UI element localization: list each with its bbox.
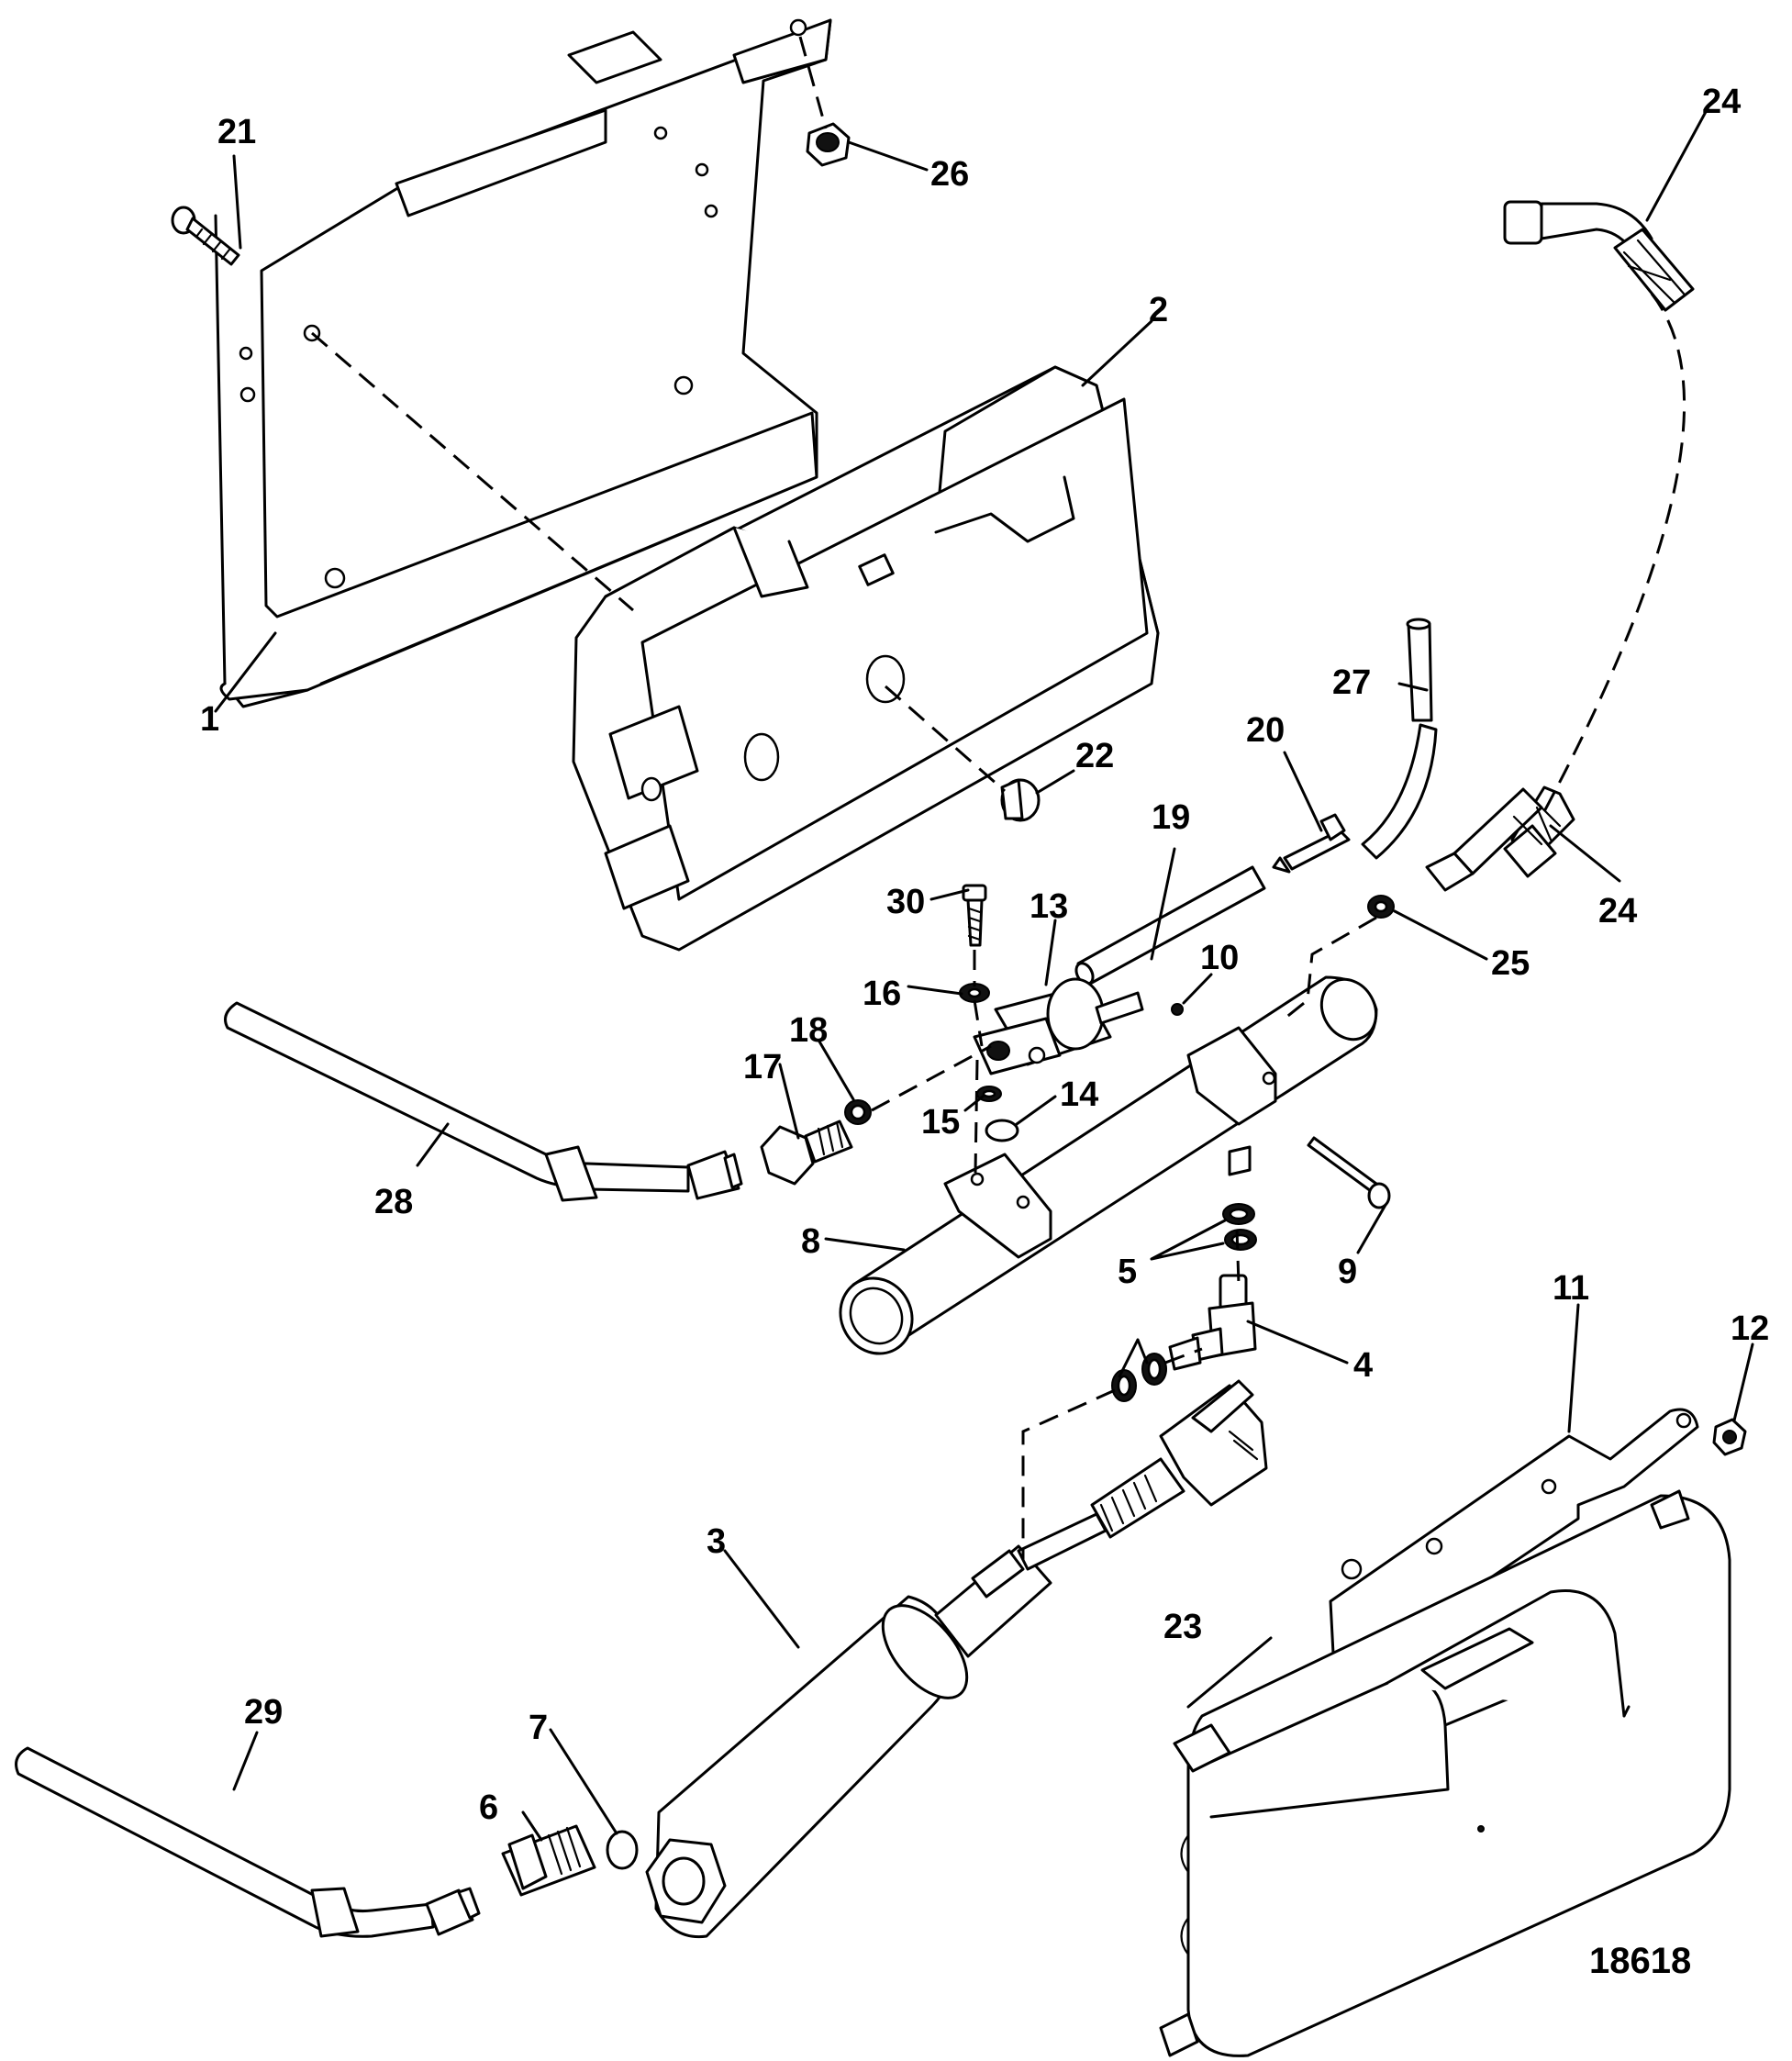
callout-15: 15 [921,1103,960,1142]
callout-3: 3 [707,1522,726,1561]
washer-part-16 [959,983,990,1003]
regulator-part-13 [973,977,1144,1075]
fuel-line-part-28 [224,1001,743,1202]
callout-27: 27 [1332,663,1371,702]
fitting-part-20 [1272,813,1351,874]
elbow-fitting-part-4 [1168,1274,1257,1371]
screw-part-9 [1307,1136,1391,1209]
nut-part-26 [806,122,851,167]
fuel-pump-part-3 [645,1379,1268,1939]
bracket-part-1 [214,18,832,708]
callout-24-lower: 24 [1598,892,1637,930]
callout-18: 18 [789,1011,828,1050]
callout-6: 6 [479,1788,498,1827]
hose-part-27 [1361,618,1438,860]
callout-22: 22 [1075,737,1114,775]
callout-7: 7 [529,1709,548,1747]
hose-part-24-lower [1425,785,1575,892]
callout-12: 12 [1731,1309,1769,1348]
callout-4: 4 [1353,1346,1373,1385]
callout-leaders [214,108,1754,1842]
oring-part-5-b [1224,1229,1257,1251]
callout-26: 26 [930,155,969,194]
callout-5: 5 [1118,1253,1137,1291]
ball-part-10 [1171,1003,1184,1016]
screw-part-21 [171,206,240,266]
figure-number: 18618 [1589,1941,1691,1981]
fitting-part-6 [501,1824,596,1897]
seal-part-25 [1367,895,1395,919]
callout-24-top: 24 [1702,83,1741,121]
oring-part-5-d [1141,1353,1167,1386]
callout-19: 19 [1152,798,1190,837]
oring-part-5-c [1111,1369,1137,1402]
bolt-part-30 [962,884,987,947]
callout-10: 10 [1200,939,1239,977]
callout-28: 28 [374,1183,413,1221]
callout-29: 29 [244,1693,283,1732]
fuel-line-part-29 [15,1746,481,1938]
callout-11: 11 [1553,1269,1589,1308]
fitting-part-17 [760,1120,853,1186]
plug-part-14 [985,1119,1019,1142]
fuel-rail-part-8 [839,975,1378,1355]
oring-part-5-a [1222,1203,1255,1225]
callout-9: 9 [1338,1253,1357,1291]
callout-2: 2 [1149,291,1168,329]
callout-labels: 1 2 3 4 5 6 7 8 9 10 11 12 13 14 15 16 1… [200,83,1769,1981]
oring-part-18 [844,1099,872,1125]
nut-part-12 [1712,1418,1747,1456]
callout-8: 8 [801,1222,820,1261]
plug-part-22 [1000,778,1041,822]
filter-part-7 [606,1830,639,1870]
housing-part-2 [572,365,1160,952]
callout-14: 14 [1060,1075,1098,1114]
callout-1: 1 [200,700,219,739]
hose-part-24-top [1503,200,1695,312]
callout-30: 30 [886,883,925,921]
callout-21: 21 [217,113,256,151]
callout-16: 16 [863,975,901,1013]
cover-part-23 [1159,1489,1731,2057]
callout-23: 23 [1163,1608,1202,1646]
callout-20: 20 [1246,711,1285,750]
callout-17: 17 [743,1048,782,1086]
callout-25: 25 [1491,944,1530,983]
callout-13: 13 [1030,887,1068,926]
assembly-dashed-lines [311,36,1686,1560]
